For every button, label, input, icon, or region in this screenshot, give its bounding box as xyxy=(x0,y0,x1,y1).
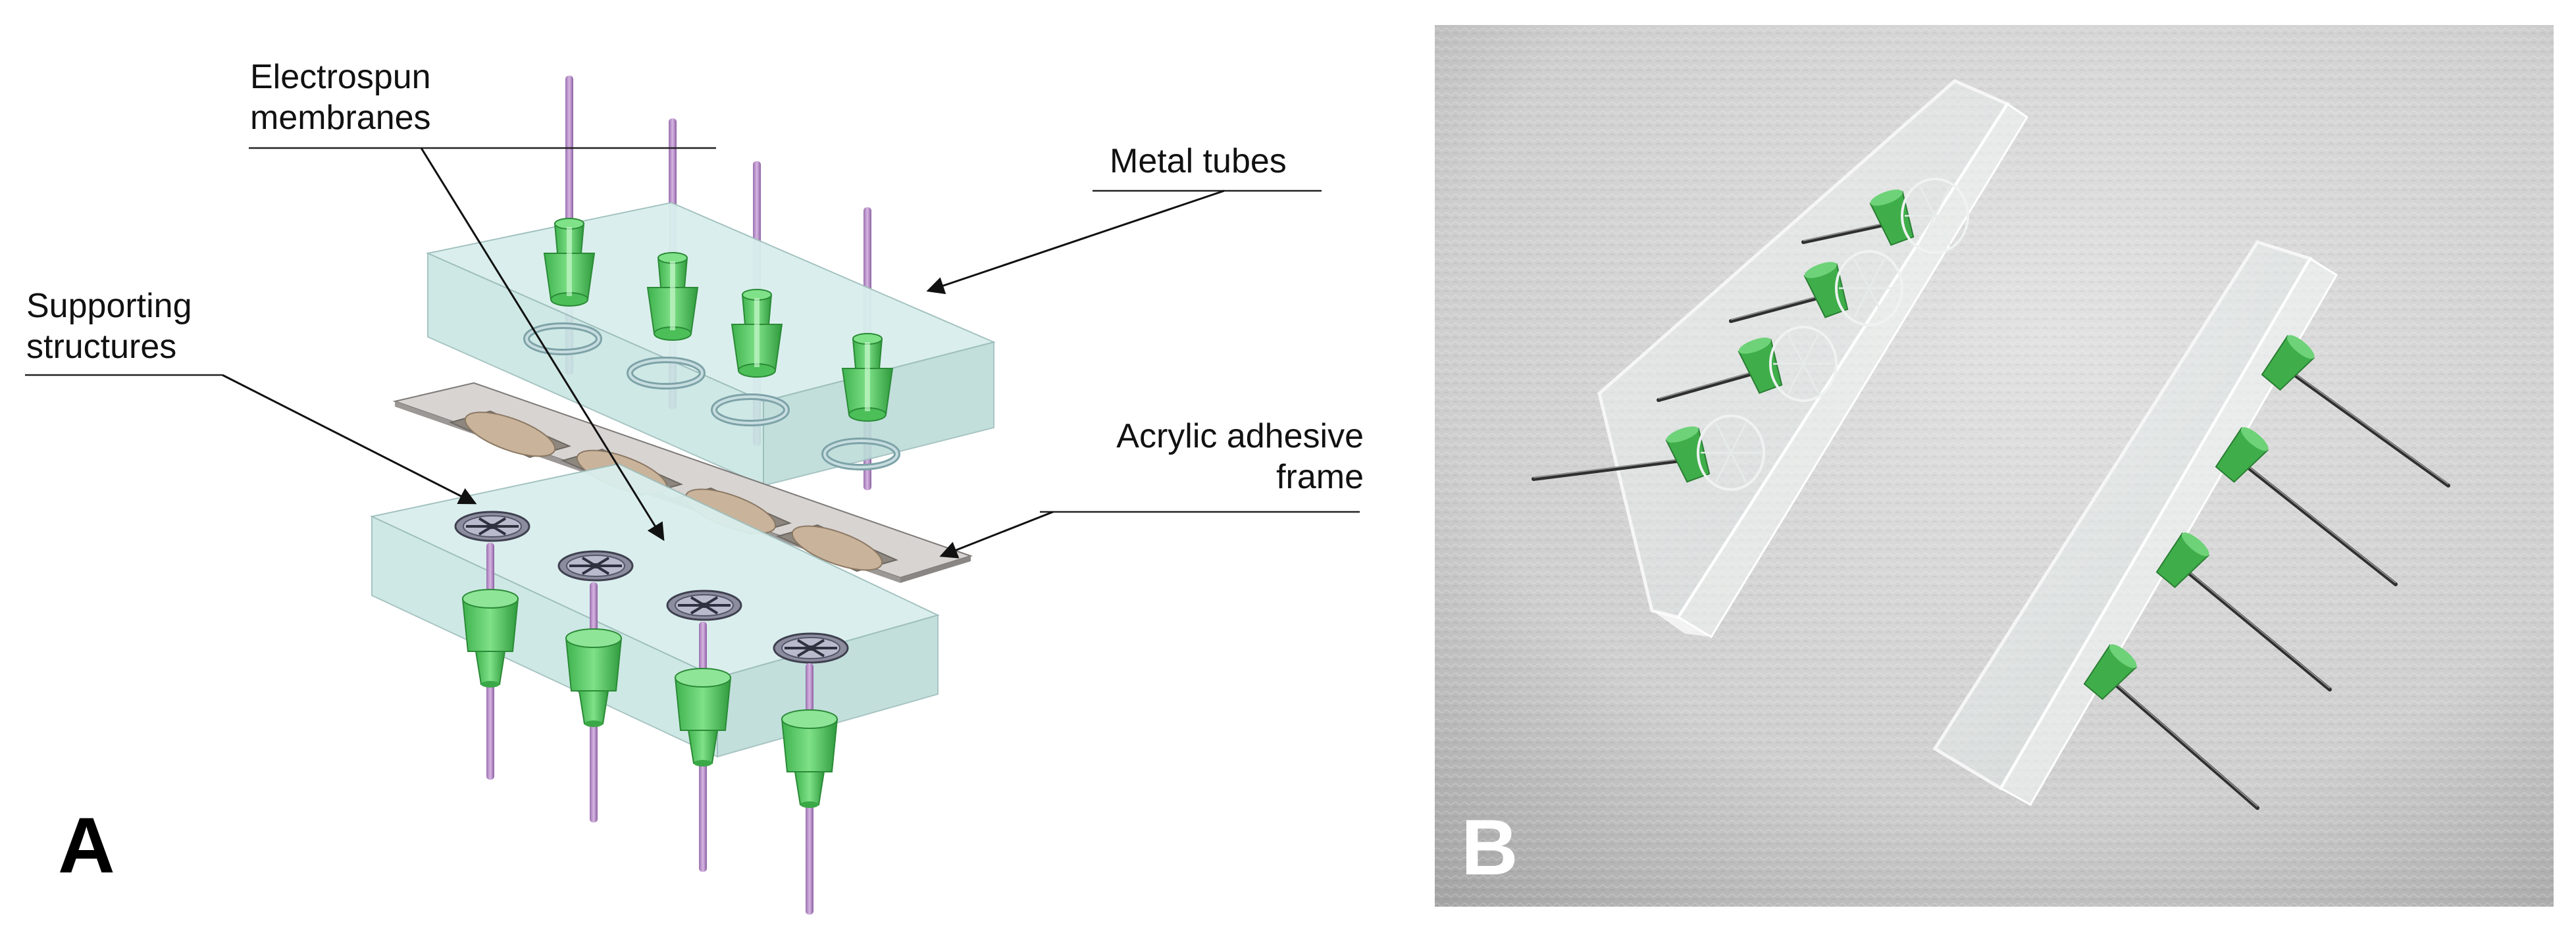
right-device-needles xyxy=(2104,365,2450,810)
right-device-connectors xyxy=(2083,335,2315,700)
left-device xyxy=(1532,79,2029,639)
right-connector-3 xyxy=(2155,532,2210,588)
label-acrylic-adhesive-frame: Acrylic adhesive frame xyxy=(1116,417,1364,496)
supporting-structure-1 xyxy=(454,511,530,542)
left-needle-4 xyxy=(1532,457,1693,481)
right-needle-2 xyxy=(2236,457,2398,586)
right-needle-3 xyxy=(2177,563,2332,692)
left-needle-1 xyxy=(1801,220,1897,244)
upper-connector-1 xyxy=(543,218,596,307)
panel-letter-a: A xyxy=(58,801,115,890)
upper-connector-3 xyxy=(731,289,783,378)
device-photo-illustration xyxy=(1435,25,2554,907)
lower-connector-4 xyxy=(781,709,838,808)
lower-connector-2 xyxy=(565,628,623,727)
supporting-structure-3 xyxy=(666,590,742,621)
label-supporting-structures: Supporting structures xyxy=(26,287,192,366)
label-metal-tubes: Metal tubes xyxy=(1110,142,1287,180)
right-connector-2 xyxy=(2215,427,2269,483)
leader-lines xyxy=(25,147,1360,559)
lower-connector-3 xyxy=(674,668,732,767)
left-connector-4 xyxy=(1665,415,1765,491)
lower-connectors-and-tubes xyxy=(461,543,838,915)
right-device xyxy=(1932,240,2450,810)
left-device-needles xyxy=(1532,220,1897,481)
supporting-structures xyxy=(454,511,849,664)
lower-acrylic-block xyxy=(369,463,940,758)
left-connector-1 xyxy=(1869,178,1969,254)
exploded-assembly-drawing xyxy=(25,76,1360,915)
left-connector-2 xyxy=(1803,250,1903,326)
panel-a-exploded-diagram: Electrospun membranes Metal tubes Suppor… xyxy=(25,58,1364,915)
label-electrospun-membranes: Electrospun membranes xyxy=(250,58,431,137)
right-needle-1 xyxy=(2282,365,2450,488)
right-connector-1 xyxy=(2261,335,2315,391)
right-needle-4 xyxy=(2104,674,2259,810)
left-device-connectors xyxy=(1665,178,1969,491)
panel-letter-b: B xyxy=(1461,803,1518,892)
upper-connector-2 xyxy=(646,252,699,341)
left-needle-2 xyxy=(1729,293,1832,323)
left-needle-3 xyxy=(1657,368,1766,402)
supporting-structure-4 xyxy=(773,632,849,664)
supporting-structure-2 xyxy=(557,550,634,582)
upper-luer-connectors xyxy=(543,218,894,422)
lower-connector-1 xyxy=(461,589,519,688)
upper-connector-4 xyxy=(841,333,894,422)
electrospun-membrane-1 xyxy=(464,411,556,457)
left-connector-3 xyxy=(1738,326,1838,402)
upper-channel-rings xyxy=(523,322,900,470)
right-connector-4 xyxy=(2083,644,2138,700)
electrospun-membrane-4 xyxy=(791,525,883,571)
panel-b-device-photo: B xyxy=(1435,25,2554,907)
